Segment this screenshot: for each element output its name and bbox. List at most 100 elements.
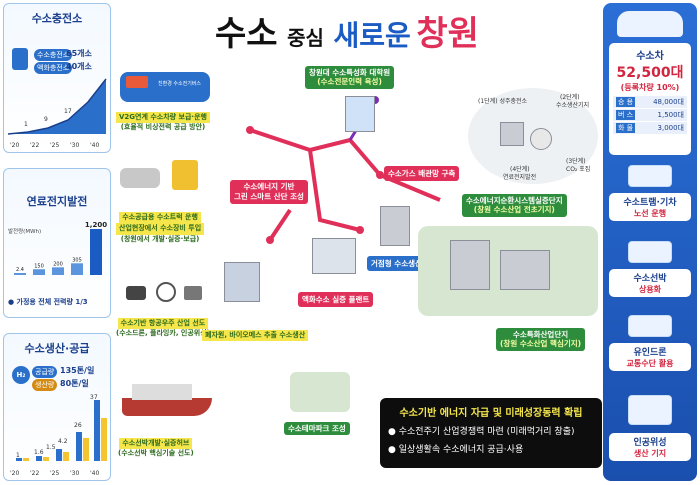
liquid-plant <box>312 238 356 274</box>
biogas-plant <box>224 262 260 302</box>
ship-label-sub: (수소선박 핵심기술 선도) <box>118 449 194 458</box>
left-column: 수소충전소 수소충전소 65개소 액화충전소 40개소 1 9 17 '20 '… <box>3 3 111 481</box>
bus-label: V2G연계 수소차량 보급·운행 (효율적 비상전력 공급 방안) <box>116 112 210 133</box>
production-xtick: '22 <box>30 470 40 477</box>
circular-label-main: 수소에너지순환시스템실증단지 <box>466 196 563 205</box>
factory-block <box>500 122 524 146</box>
title-part-3: 새로운 <box>333 19 411 52</box>
drone-label-main: 수소기반 항공우주 산업 선도 <box>117 318 209 330</box>
charging-xtick: '25 <box>50 142 60 149</box>
title-part-1: 수소 <box>215 14 278 54</box>
fuelcell-bar <box>52 267 64 275</box>
train-icon <box>628 165 672 187</box>
production-bar-label: 1.6 <box>34 449 44 456</box>
pipeline-network <box>246 96 441 244</box>
drone-icon <box>628 315 672 337</box>
special-label: 수소특화산업단지 (창원 수소산업 핵심기지) <box>496 328 586 351</box>
car-row-count: 1,500대 <box>657 111 684 119</box>
fuelcell-bar-label: 1,200 <box>85 221 107 229</box>
production-item-value-1: 135톤/일 <box>60 366 95 375</box>
train-sub: 노선 운행 <box>633 209 667 218</box>
drone-sub: 교통수단 활용 <box>626 359 674 368</box>
ship-sub: 상용화 <box>638 285 662 294</box>
ship-icon <box>628 241 672 263</box>
smart-complex-line1: 수소에너지 기반 <box>243 182 295 191</box>
themepark-label: 수소테마파크 조성 <box>284 422 350 436</box>
vision-box: 수소기반 에너지 자급 및 미래성장동력 확립 ● 수소전주기 산업경쟁력 마련… <box>380 398 602 468</box>
car-row-type: 버 스 <box>616 110 636 120</box>
fuelcell-bar <box>71 263 83 275</box>
stage2-label-2: 수소생산기지 <box>556 102 590 109</box>
train-box: 수소트램·기차 노선 운행 <box>609 193 691 221</box>
charging-xtick: '20 <box>10 142 20 149</box>
satellite-name: 인공위성 <box>633 438 667 448</box>
special-building-1 <box>450 240 490 290</box>
university-label-main: 창원대 수소특성화 대학원 <box>309 68 391 77</box>
bus-illustration: 친환경 수소전기버스 <box>120 72 210 102</box>
forklift-illustration <box>172 160 198 190</box>
vision-item: ● 일상생활속 수소에너지 공급·사용 <box>388 445 524 455</box>
special-label-main: 수소특화산업단지 <box>512 330 569 339</box>
car-row-type: 화 물 <box>616 123 636 133</box>
university-building <box>345 96 375 132</box>
production-bar-label: 4.2 <box>58 438 68 445</box>
university-label: 창원대 수소특성화 대학원 (수소전문인력 육성) <box>305 66 395 89</box>
truck-illustration <box>120 168 160 188</box>
drone-name: 유인드론 <box>633 348 667 358</box>
stage3-label-1: (3단계) <box>566 158 586 165</box>
drone-label: 수소기반 항공우주 산업 선도 (수소드론, 플라잉카, 인공위성) <box>116 318 210 339</box>
title-part-2: 중심 <box>287 26 324 50</box>
charging-xtick: '40 <box>90 142 100 149</box>
production-bar-label: 26 <box>74 422 82 429</box>
fuel-pump-icon <box>12 48 28 70</box>
bus-label-sub: (효율적 비상전력 공급 방안) <box>120 123 206 132</box>
title-part-4: 창원 <box>416 14 479 54</box>
car-title: 수소차 <box>636 51 664 62</box>
production-bar-label: 1 <box>16 452 20 459</box>
biogas-label-main: 폐자원, 바이오메스 추출 수소생산 <box>202 330 309 342</box>
car-box: 수소차 52,500대 (등록차량 10%) 승 용 48,000대 버 스 1… <box>609 43 691 155</box>
ship-box: 수소선박 상용화 <box>609 269 691 297</box>
truck-label-sub2: (창원에서 개발·실증·보급) <box>120 234 200 243</box>
stage1-label: (1단계) 성주충전소 <box>478 98 528 105</box>
fuelcell-bar <box>14 273 26 275</box>
production-xtick: '20 <box>10 470 20 477</box>
drone-illustration <box>126 282 206 304</box>
stage4-label-2: 연료전지발전 <box>503 174 537 181</box>
biogas-label: 폐자원, 바이오메스 추출 수소생산 <box>202 330 309 342</box>
truck-label-sub1: 산업현장에서 수소장비 투입 <box>116 223 205 235</box>
charging-bar-label-2: 9 <box>44 116 48 123</box>
production-xtick: '30 <box>70 470 80 477</box>
page-title: 수소 중심 새로운 창원 <box>215 6 505 54</box>
car-row-count: 48,000대 <box>653 98 684 106</box>
fuelcell-bar-label: 2.4 <box>16 267 24 273</box>
production-bar-chart <box>16 400 107 461</box>
charging-item-value-1: 65개소 <box>66 49 92 58</box>
fuelcell-unit: 발전량(MWh) <box>8 229 42 235</box>
charging-item-label-1: 수소충전소 <box>34 49 73 61</box>
production-item-value-2: 80톤/일 <box>60 379 89 388</box>
fuelcell-note: ● 가정용 전체 전력량 1/3 <box>8 298 88 306</box>
vision-item-text: 일상생활속 수소에너지 공급·사용 <box>398 445 524 455</box>
h2-icon: H₂ <box>12 366 30 384</box>
drone-label-sub: (수소드론, 플라잉카, 인공위성) <box>116 329 210 338</box>
gas-tank <box>530 128 552 150</box>
liquid-label: 액화수소 실증 플랜트 <box>298 292 374 307</box>
special-label-sub: (창원 수소산업 핵심기지) <box>500 339 582 349</box>
production-item-label-2: 생산량 <box>32 379 58 391</box>
truck-label-main: 수소공급용 수소트럭 운행 <box>119 212 201 224</box>
fuelcell-note-text: 가정용 전체 전력량 1/3 <box>16 298 88 306</box>
fuelcell-bar-label: 150 <box>34 263 44 269</box>
special-building-2 <box>500 250 550 290</box>
fuelcell-bar-label: 200 <box>53 261 63 267</box>
ship-name: 수소선박 <box>633 274 667 284</box>
bus-label-main: V2G연계 수소차량 보급·운행 <box>116 112 210 124</box>
stage4-label-1: (4단계) <box>510 166 530 173</box>
hydrogen-car-icon <box>617 11 683 37</box>
production-xtick: '25 <box>50 470 60 477</box>
production-bar-label: 1.5 <box>46 444 56 451</box>
smart-complex-line2: 그린 스마트 산단 조성 <box>234 191 304 201</box>
university-label-sub: (수소전문인력 육성) <box>317 77 382 87</box>
satellite-sub: 생산 기지 <box>633 449 667 458</box>
